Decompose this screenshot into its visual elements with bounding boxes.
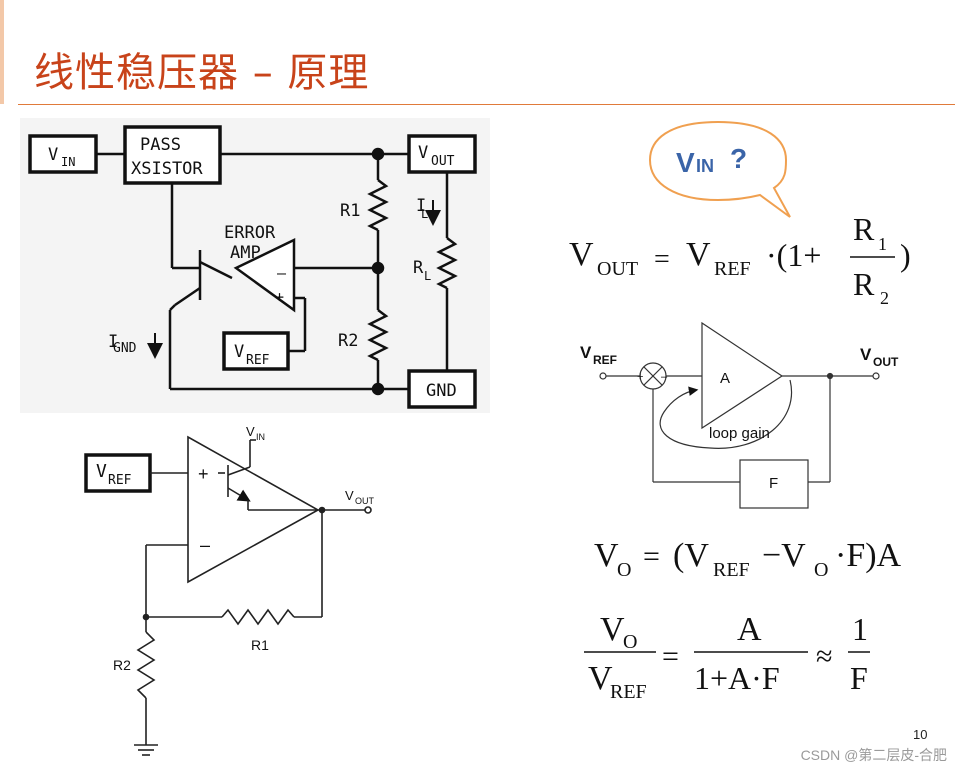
eq2-equals: = <box>643 540 660 573</box>
bubble-v: V <box>676 147 695 178</box>
slide-title: 线性稳压器 – 原理 <box>34 50 370 96</box>
opamp-regulator-schematic: V REF V IN V OUT + – R1 R2 <box>84 424 375 756</box>
eq2-minus: −V <box>762 537 806 574</box>
equation-vout: V OUT = V REF ·(1+ R 1 R 2 ) <box>569 211 911 308</box>
c1-vout-label: V <box>418 143 428 163</box>
c2-vin-sub: IN <box>256 432 265 442</box>
c1-amp-minus: – <box>277 264 287 282</box>
eq1-mid: ·(1+ <box>766 237 821 273</box>
eq1-vout: V <box>569 236 594 273</box>
c2-vin-label: V <box>246 424 255 439</box>
loop-vref: V <box>580 343 592 362</box>
eq2-vo: V <box>594 537 619 574</box>
c1-rl-sub: L <box>424 269 431 283</box>
c1-vin-sub: IN <box>61 155 75 169</box>
eq3-approx: ≈ <box>816 640 832 673</box>
vin-question-bubble: V IN ? <box>648 120 791 218</box>
c1-gnd-label: GND <box>426 381 457 401</box>
eq2-vref-sub: REF <box>713 559 750 581</box>
loop-sum-plus: + <box>637 371 643 383</box>
c1-r2-label: R2 <box>338 331 358 351</box>
eq2-open: (V <box>673 537 709 574</box>
eq1-vout-sub: OUT <box>597 258 638 280</box>
pass-transistor-box <box>123 125 222 185</box>
c1-vref-label: V <box>234 342 244 362</box>
eq1-den: R <box>853 266 875 302</box>
eq3-num: V <box>600 611 625 648</box>
loop-vout: V <box>860 345 872 364</box>
loop-feedback-label: F <box>769 475 778 492</box>
c1-vout-sub: OUT <box>431 154 455 169</box>
c1-il-sub: L <box>421 207 428 221</box>
c1-il-label: I <box>416 196 426 216</box>
eq1-num-sub: 1 <box>878 234 887 254</box>
bubble-sub: IN <box>696 156 714 176</box>
c2-r2-label: R2 <box>113 657 131 673</box>
c1-ignd-label: I <box>108 332 118 352</box>
eq1-vref-sub: REF <box>714 258 751 280</box>
c1-amp-plus: + <box>275 288 284 306</box>
loop-feedback-box <box>739 459 809 509</box>
eq3-num-sub: O <box>623 631 637 653</box>
bubble-question: ? <box>730 143 747 174</box>
title-divider <box>18 104 955 105</box>
equation-ratio: V O V REF = A 1+A·F ≈ 1 F <box>584 611 870 703</box>
title-accent-bar <box>0 0 4 104</box>
eq1-vref: V <box>686 236 711 273</box>
watermark: CSDN @第二层皮-合肥 <box>800 747 947 763</box>
page-number: 10 <box>913 727 928 742</box>
c1-r1-label: R1 <box>340 201 360 221</box>
c1-amp-label: AMP <box>230 243 261 263</box>
c1-ignd-sub: GND <box>113 341 137 356</box>
c1-vin-label: V <box>48 145 58 165</box>
eq3-equals: = <box>662 640 679 673</box>
loop-gain-label: loop gain <box>709 425 770 442</box>
loop-amp-label: A <box>720 370 730 387</box>
equation-vo: V O = (V REF −V O ·F)A <box>594 537 902 581</box>
loop-vref-sub: REF <box>593 353 617 367</box>
c2-minus: – <box>200 535 210 555</box>
c2-vout-sub: OUT <box>355 496 375 506</box>
eq1-equals: = <box>654 244 670 275</box>
c2-vref-sub: REF <box>108 473 132 488</box>
eq2-vo-sub: O <box>617 559 631 581</box>
eq3-den-sub: REF <box>610 681 647 703</box>
loop-sum-minus: – <box>661 371 668 383</box>
c1-vref-sub: REF <box>246 353 270 368</box>
eq3-num2: A <box>737 611 762 648</box>
eq3-den3: F <box>850 660 868 696</box>
c2-r1-label: R1 <box>251 637 269 653</box>
c1-rl-label: R <box>413 258 424 278</box>
eq2-tail: ·F)A <box>835 537 902 574</box>
eq3-num3: 1 <box>852 611 868 647</box>
eq2-vo-sub2: O <box>814 559 828 581</box>
c2-plus: + <box>198 464 209 484</box>
c2-vref-box <box>84 453 152 493</box>
eq3-den2: 1+A·F <box>694 660 780 696</box>
c2-vout-label: V <box>345 488 354 503</box>
eq1-den-sub: 2 <box>880 288 889 308</box>
feedback-loop-diagram: V REF V OUT + – A loop gain F <box>580 321 899 509</box>
eq3-den: V <box>588 660 613 697</box>
c2-vref-label: V <box>96 461 107 482</box>
vout-box <box>407 134 477 174</box>
regulator-block-diagram: V IN PASS XSISTOR V OUT ERROR AMP – + R1… <box>20 118 490 413</box>
c1-error-label: ERROR <box>224 223 276 243</box>
eq1-num: R <box>853 211 875 247</box>
c1-pass-label: PASS <box>140 135 181 155</box>
c1-xsistor-label: XSISTOR <box>131 159 203 179</box>
eq1-close: ) <box>900 237 911 273</box>
loop-vout-sub: OUT <box>873 355 899 369</box>
